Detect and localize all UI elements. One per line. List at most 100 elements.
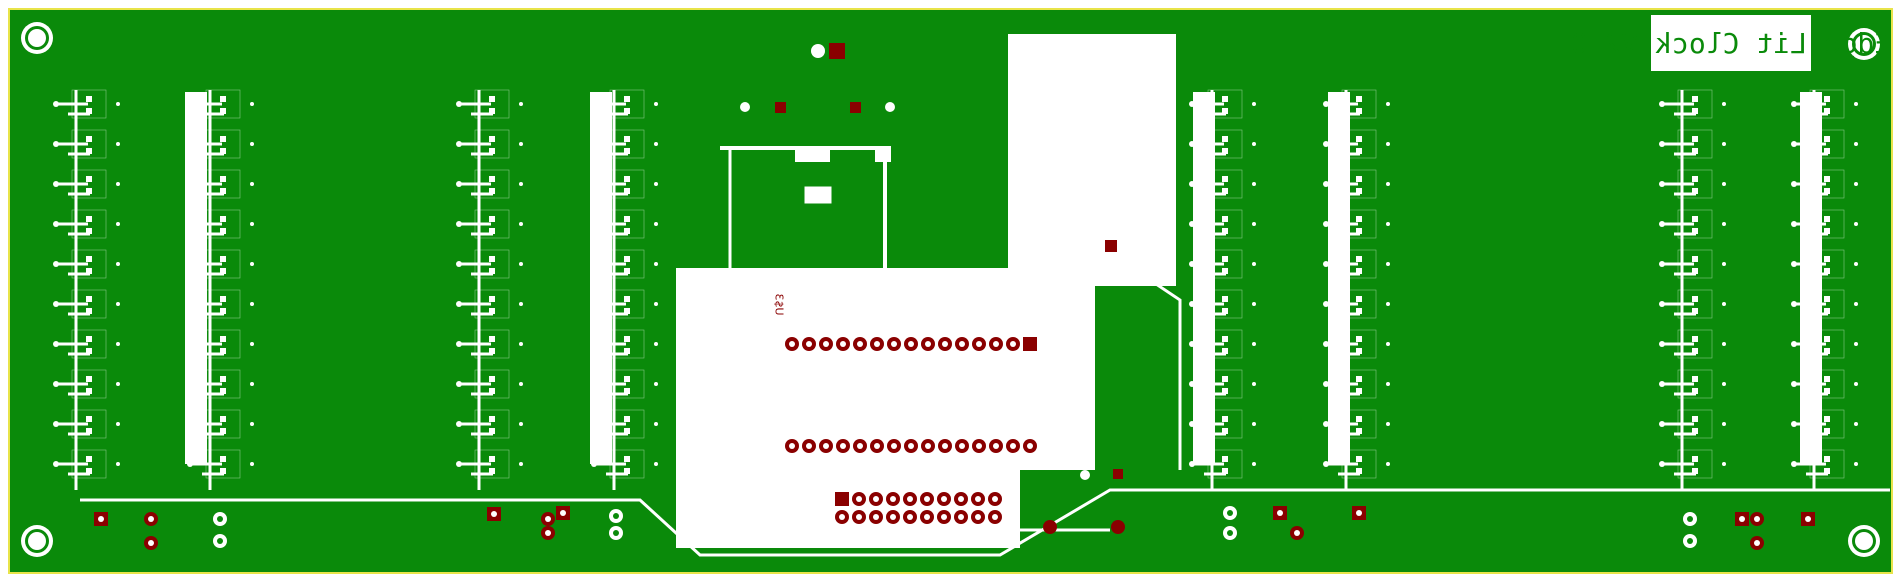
led-footprint	[456, 329, 523, 359]
led-footprint	[1323, 289, 1390, 319]
led-footprint	[1189, 369, 1256, 399]
led-footprint	[591, 89, 658, 119]
led-footprint	[591, 409, 658, 439]
led-footprint	[53, 449, 120, 479]
led-footprint	[1791, 449, 1858, 479]
led-footprint	[1323, 369, 1390, 399]
silk-ref-label: U$3	[772, 293, 786, 316]
board-title-silkscreen: Edge Lit Clock V2.0	[1571, 15, 1891, 71]
led-footprint	[187, 329, 254, 359]
led-footprint	[591, 449, 658, 479]
led-footprint	[187, 449, 254, 479]
led-footprint	[1323, 129, 1390, 159]
led-footprint	[456, 129, 523, 159]
led-footprint	[591, 169, 658, 199]
led-footprint	[1189, 89, 1256, 119]
led-footprint	[1659, 329, 1726, 359]
led-footprint	[1791, 129, 1858, 159]
led-footprint	[591, 129, 658, 159]
led-footprint	[591, 369, 658, 399]
led-footprint	[1659, 249, 1726, 279]
pad-icon	[722, 43, 1125, 534]
led-footprint	[456, 169, 523, 199]
connector-pins	[835, 492, 1002, 524]
led-footprint	[1659, 209, 1726, 239]
led-footprint	[1659, 369, 1726, 399]
lcd-header	[1054, 223, 1117, 252]
led-footprint	[187, 169, 254, 199]
led-footprint	[1323, 249, 1390, 279]
led-footprint	[456, 249, 523, 279]
led-footprint	[187, 289, 254, 319]
led-footprint	[456, 89, 523, 119]
led-footprint	[53, 89, 120, 119]
led-footprint	[1791, 169, 1858, 199]
led-footprint	[187, 409, 254, 439]
led-footprint	[187, 129, 254, 159]
led-footprint	[1659, 409, 1726, 439]
led-footprint	[591, 209, 658, 239]
mcu-clearance	[676, 268, 1095, 548]
led-footprint	[1659, 169, 1726, 199]
led-footprint	[591, 289, 658, 319]
led-footprint	[1189, 289, 1256, 319]
led-footprint	[456, 409, 523, 439]
led-footprint	[187, 249, 254, 279]
led-footprint	[591, 329, 658, 359]
led-footprint	[53, 409, 120, 439]
led-footprint	[1323, 209, 1390, 239]
led-footprint	[1659, 289, 1726, 319]
mounting-hole-icon	[21, 525, 53, 557]
led-footprint	[1189, 329, 1256, 359]
mcu-pins	[785, 337, 1037, 453]
led-footprint	[187, 369, 254, 399]
column-clearance-1	[185, 92, 207, 464]
led-footprint	[1323, 449, 1390, 479]
led-footprint	[456, 369, 523, 399]
led-footprint	[53, 209, 120, 239]
led-footprint	[1189, 449, 1256, 479]
led-footprint	[53, 289, 120, 319]
bus-trace-2	[678, 310, 1110, 532]
led-footprint	[1791, 409, 1858, 439]
led-footprint	[1659, 129, 1726, 159]
led-footprint	[1323, 409, 1390, 439]
led-footprint	[53, 369, 120, 399]
led-footprint	[456, 209, 523, 239]
led-columns	[53, 89, 1858, 490]
led-footprint	[1659, 89, 1726, 119]
led-footprint	[1323, 89, 1390, 119]
led-footprint	[456, 289, 523, 319]
led-footprint	[1791, 249, 1858, 279]
led-footprint	[1189, 409, 1256, 439]
bottom-pads	[94, 506, 1815, 550]
led-footprint	[1189, 209, 1256, 239]
led-footprint	[1791, 89, 1858, 119]
mounting-hole-icon	[1848, 28, 1880, 60]
led-footprint	[187, 209, 254, 239]
led-footprint	[1659, 449, 1726, 479]
led-footprint	[1791, 329, 1858, 359]
column-clearance-2	[590, 92, 612, 464]
led-footprint	[187, 89, 254, 119]
bus-trace	[80, 488, 1890, 557]
led-footprint	[1189, 129, 1256, 159]
led-footprint	[1189, 249, 1256, 279]
power-trace-2	[728, 150, 821, 442]
led-footprint	[53, 249, 120, 279]
led-footprint	[1323, 169, 1390, 199]
led-footprint	[53, 169, 120, 199]
led-footprint	[456, 449, 523, 479]
mounting-hole-icon	[1848, 525, 1880, 557]
led-footprint	[53, 129, 120, 159]
led-footprint	[1791, 369, 1858, 399]
mounting-hole-icon	[21, 22, 53, 54]
led-footprint	[53, 329, 120, 359]
led-footprint	[1791, 289, 1858, 319]
led-footprint	[1791, 209, 1858, 239]
led-footprint	[1323, 329, 1390, 359]
led-footprint	[591, 249, 658, 279]
lcd-trace	[1078, 203, 1182, 470]
led-footprint	[1189, 169, 1256, 199]
